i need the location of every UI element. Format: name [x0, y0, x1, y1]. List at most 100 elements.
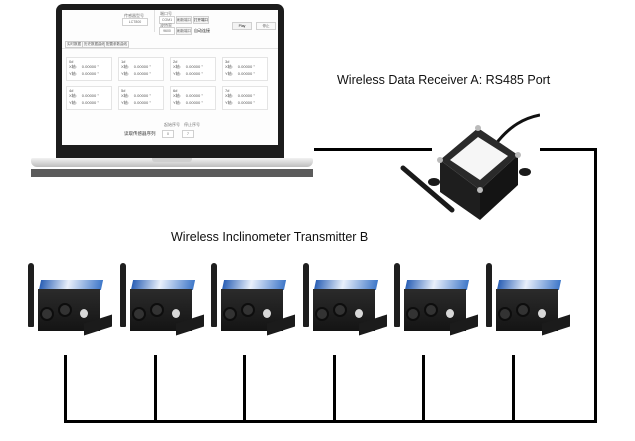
degree-unit: ° — [201, 64, 203, 69]
antenna-icon — [119, 263, 126, 327]
connector-icon — [241, 303, 255, 317]
receiver-antenna — [400, 165, 455, 213]
x-axis-value: 0.00000 — [133, 64, 149, 69]
wire-right-vertical — [594, 148, 597, 423]
model-select[interactable]: LCT800 — [122, 18, 148, 26]
laptop-keyboard-shadow — [31, 169, 313, 177]
sensor-card: 2#X轴:0.00000 °Y轴:0.00000 ° — [170, 57, 216, 81]
y-axis-row: Y轴: 0.00000 ° — [173, 71, 203, 77]
laptop-screen: 传感器型号 LCT800 端口号 COM1 刷新端口 打开端口 波特率 9600… — [62, 10, 278, 145]
y-axis-value: 0.00000 — [185, 71, 201, 76]
read-range-label: 读取传感器序列 — [124, 131, 156, 136]
receiver-side-right — [480, 155, 518, 220]
port-select[interactable]: COM1 — [159, 16, 175, 24]
y-axis-value: 0.00000 — [185, 100, 201, 105]
wire-drop — [332, 355, 336, 423]
y-axis-row: Y轴: 0.00000 ° — [69, 71, 99, 77]
receiver-label: Wireless Data Receiver A: RS485 Port — [337, 73, 551, 87]
laptop-base — [31, 158, 313, 167]
sensor-id: 7# — [225, 88, 230, 93]
connector-icon — [424, 303, 438, 317]
start-index-label: 起始序号 — [164, 122, 180, 127]
degree-unit: ° — [149, 100, 151, 105]
play-button[interactable]: Play — [232, 22, 252, 30]
x-axis-value: 0.00000 — [133, 93, 149, 98]
x-axis-value: 0.00000 — [237, 64, 253, 69]
y-axis-label: Y轴: — [121, 71, 129, 76]
connector-icon — [332, 303, 347, 317]
connector-icon — [515, 303, 530, 317]
antenna-icon — [394, 263, 400, 327]
sensor-id: 2# — [173, 59, 178, 64]
sensor-id: 3# — [225, 59, 230, 64]
y-axis-label: Y轴: — [173, 100, 181, 105]
rate-label: 波特率 — [160, 23, 172, 28]
mount-tab-left — [428, 178, 440, 186]
connector-icon — [40, 307, 54, 321]
degree-unit: ° — [253, 64, 255, 69]
model-label: 传感器型号 — [124, 13, 144, 18]
y-axis-value: 0.00000 — [81, 71, 97, 76]
refresh-button[interactable]: 刷新端口 — [176, 27, 192, 35]
x-axis-row: X轴:0.00000 ° — [173, 93, 203, 99]
vent-cap-icon — [80, 309, 88, 318]
x-axis-label: X轴: — [225, 93, 233, 98]
tab-config[interactable]: 配置参数曲线 — [104, 41, 129, 48]
connector-icon — [406, 307, 420, 321]
y-axis-row: Y轴:0.00000 ° — [225, 71, 255, 77]
y-axis-row: Y轴:0.00000 ° — [69, 100, 99, 106]
connector-icon — [131, 307, 146, 321]
rs485-cable — [493, 113, 540, 146]
antenna-icon — [211, 263, 217, 327]
inclinometer-transmitter — [394, 263, 480, 345]
y-axis-row: Y轴:0.00000 ° — [121, 71, 151, 77]
baud-select[interactable]: 9600 — [159, 27, 175, 35]
laptop-notch — [152, 158, 192, 162]
antenna-icon — [485, 263, 492, 327]
sensor-id: 0# — [69, 59, 74, 64]
y-axis-label: Y轴: — [225, 100, 233, 105]
degree-unit: ° — [149, 64, 151, 69]
open-port-button[interactable]: 打开端口 — [193, 16, 209, 24]
refresh-port-button[interactable]: 刷新端口 — [176, 16, 192, 24]
y-axis-value: 0.00000 — [237, 71, 253, 76]
vent-cap-icon — [171, 309, 180, 318]
x-axis-label: X轴: — [69, 64, 77, 69]
end-index-label: 停止序号 — [184, 122, 200, 127]
degree-unit: ° — [201, 71, 203, 76]
antenna-icon — [28, 263, 34, 327]
wire-drop — [422, 355, 426, 423]
start-index-input[interactable]: 0 — [162, 130, 174, 138]
y-axis-value: 0.00000 — [133, 100, 149, 105]
x-axis-label: X轴: — [173, 93, 181, 98]
degree-unit: ° — [97, 100, 99, 105]
y-axis-row: Y轴:0.00000 ° — [225, 100, 255, 106]
x-axis-value: 0.00000 — [185, 64, 201, 69]
auto-connect-button[interactable]: 自动连接 — [194, 28, 210, 33]
screw-icon — [477, 187, 483, 193]
degree-unit: ° — [201, 93, 203, 98]
degree-unit: ° — [97, 71, 99, 76]
x-axis-value: 0.00000 — [237, 93, 253, 98]
y-axis-label: Y轴: — [173, 71, 181, 76]
sensor-id: 1# — [121, 59, 126, 64]
x-axis-row: X轴:0.00000 ° — [69, 93, 99, 99]
tab-realtime[interactable]: 实时数据 — [65, 41, 83, 48]
stop-button[interactable]: 停止 — [256, 22, 276, 30]
degree-unit: ° — [97, 93, 99, 98]
degree-unit: ° — [97, 64, 99, 69]
y-axis-label: Y轴: — [69, 71, 77, 76]
x-axis-row: X轴:0.00000 ° — [121, 64, 151, 70]
y-axis-value: 0.00000 — [237, 100, 253, 105]
receiver-side-left — [440, 160, 480, 220]
vent-cap-icon — [354, 309, 363, 318]
end-index-input[interactable]: 7 — [182, 130, 194, 138]
wire-drop — [512, 355, 515, 423]
divider — [154, 10, 155, 32]
screw-icon — [475, 125, 481, 131]
inclinometer-transmitter — [485, 263, 572, 345]
receiver-window — [450, 137, 508, 180]
port-label: 端口号 — [160, 11, 172, 16]
wire-drop — [64, 355, 67, 423]
screw-icon — [515, 152, 521, 158]
